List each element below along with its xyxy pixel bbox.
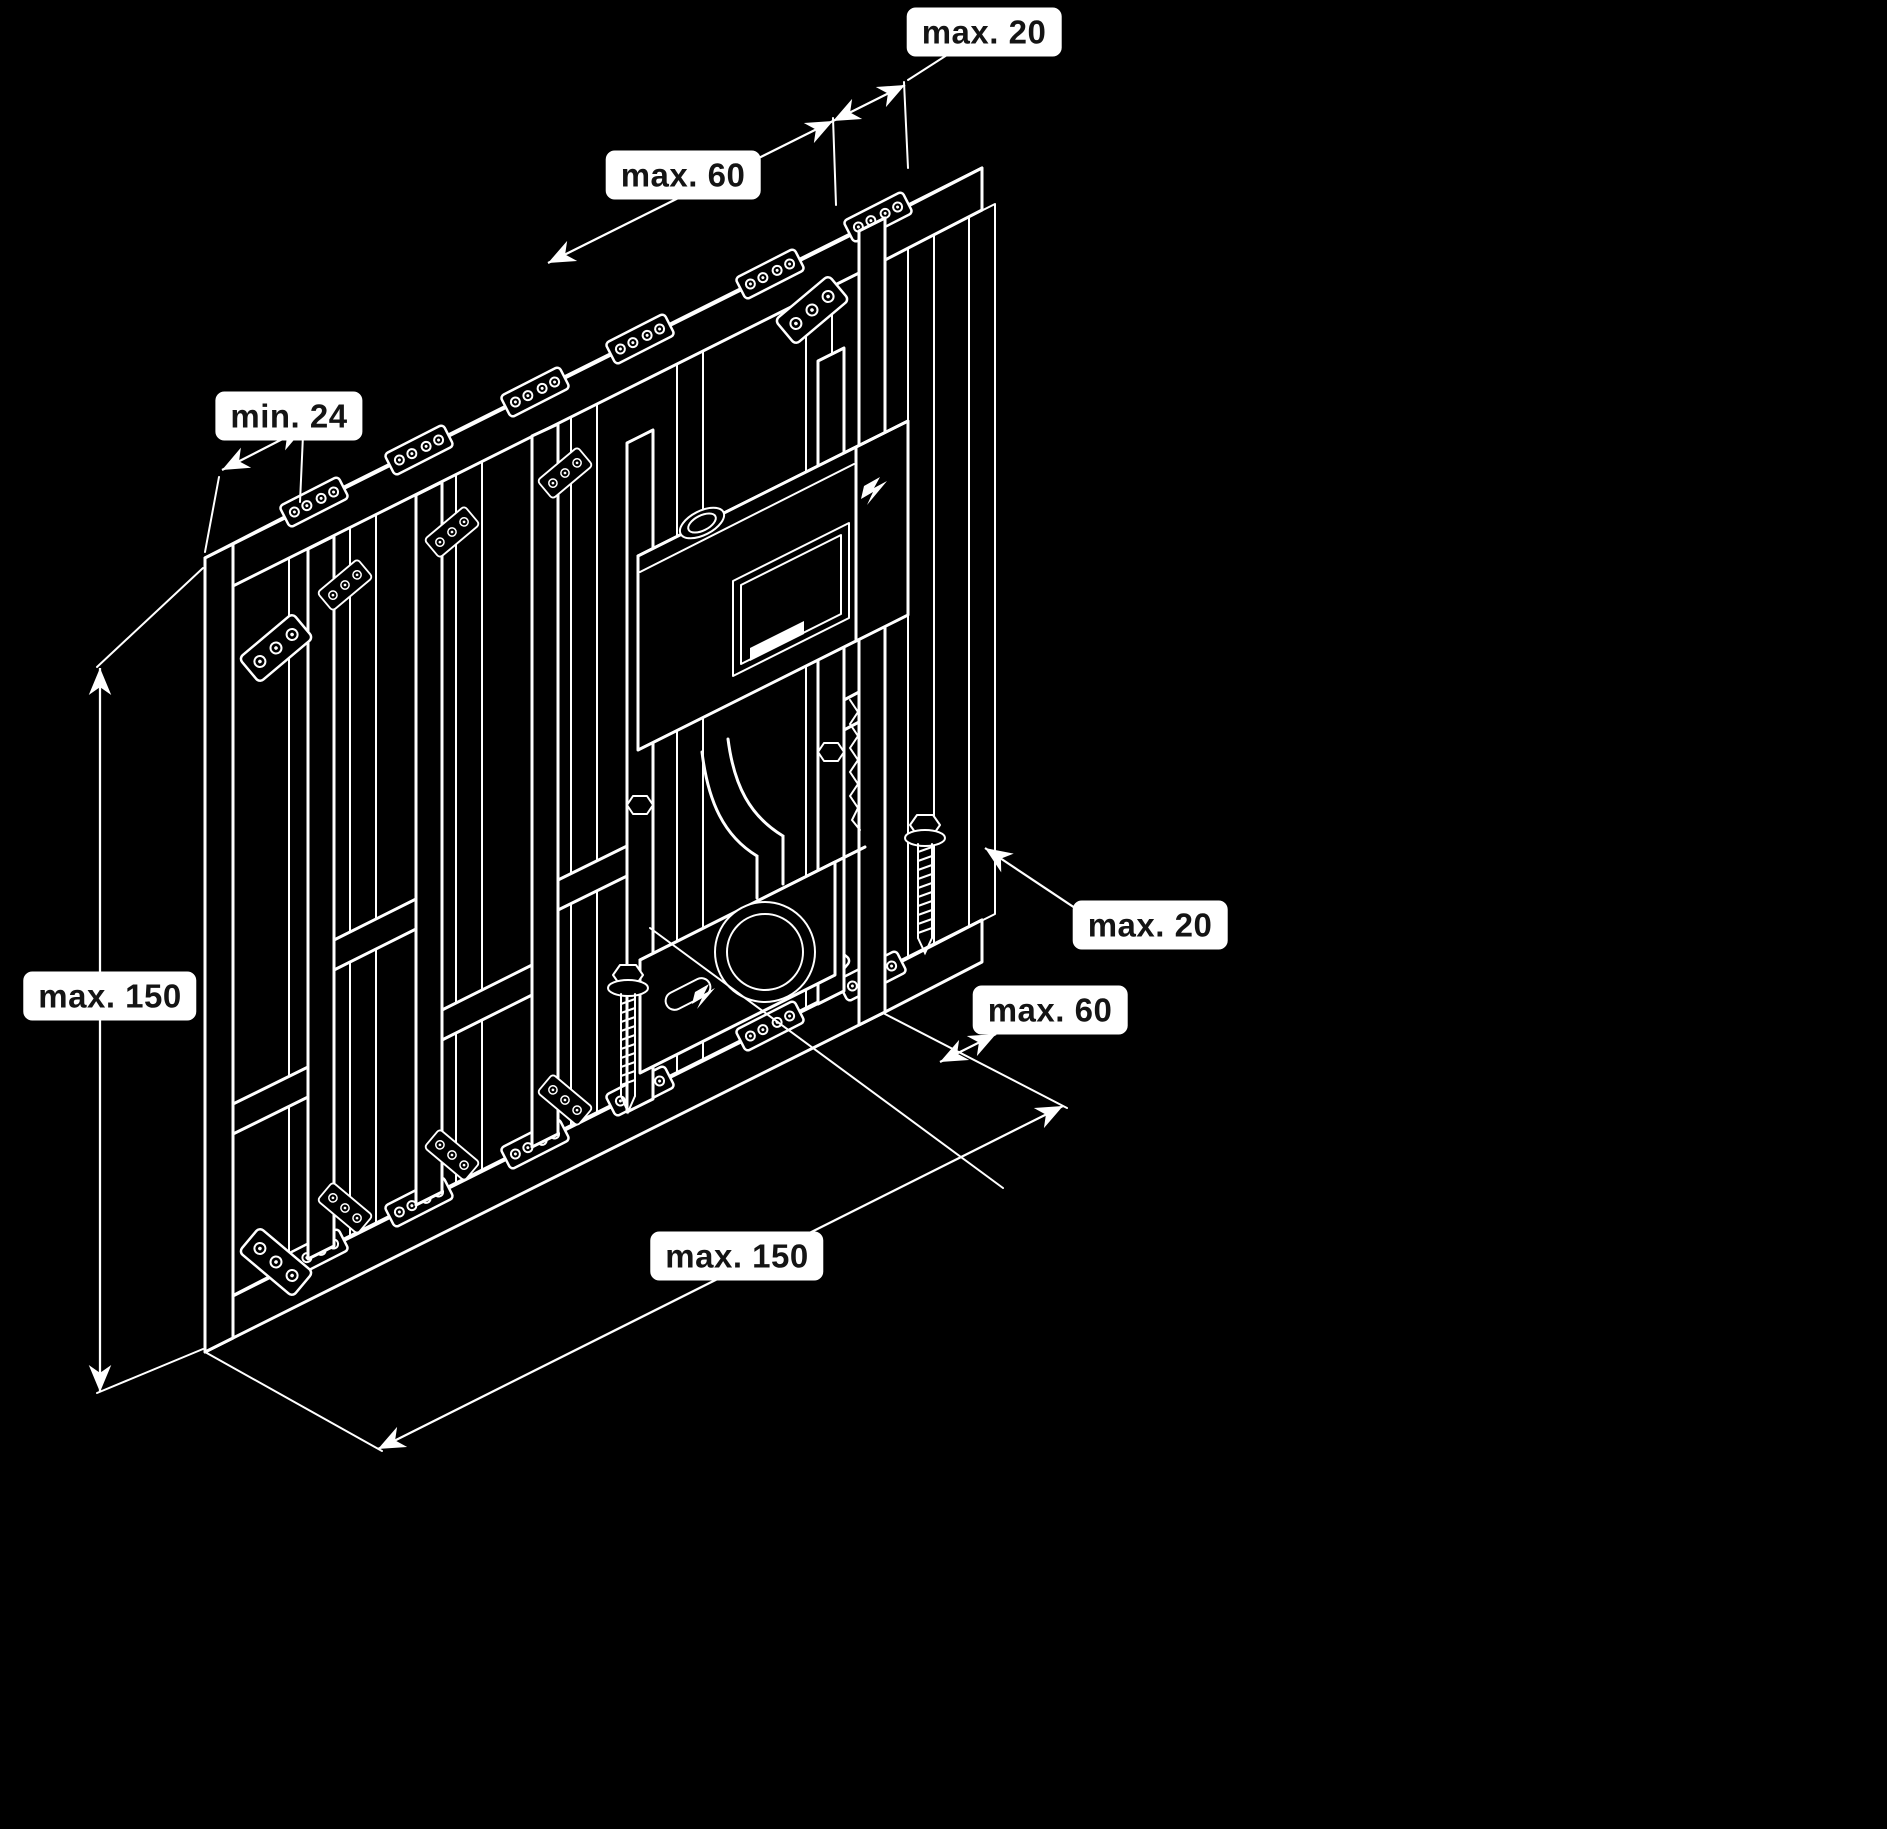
mounting-bolt-right (904, 814, 946, 956)
access-panel (732, 522, 850, 677)
dim-label-wall-depth: min. 24 (215, 391, 363, 441)
lightning-icon (692, 984, 715, 1009)
brand-label-plate (750, 621, 804, 661)
lightning-icon (861, 477, 887, 505)
flush-tank (636, 419, 910, 752)
outlet-bracket (626, 742, 867, 1075)
front-studs (203, 216, 887, 1354)
cistern-module (625, 346, 910, 1114)
dim-label-right-end-gap: max. 20 (1072, 900, 1228, 950)
dim-label-top-stud-spacing: max. 60 (605, 150, 761, 200)
mounting-bolt-left (607, 964, 649, 1115)
dim-label-frame-length: max. 150 (650, 1231, 824, 1281)
dim-label-frame-height: max. 150 (23, 971, 197, 1021)
dim-label-right-stud-spacing: max. 60 (972, 985, 1128, 1035)
dim-label-top-end-gap: max. 20 (906, 7, 1062, 57)
